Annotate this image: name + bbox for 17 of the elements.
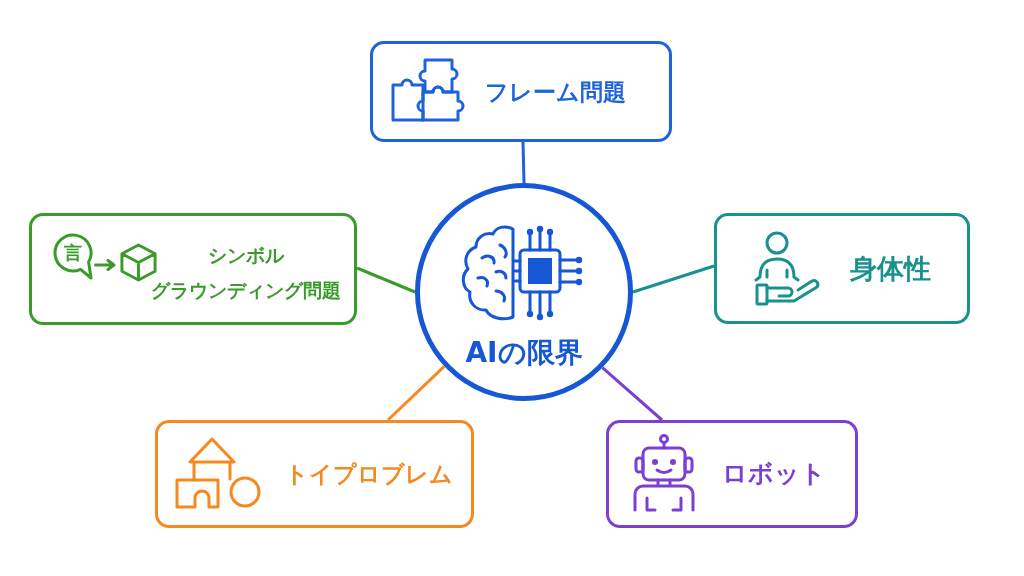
- topic-box: [714, 213, 970, 324]
- connector-line: [601, 366, 663, 422]
- connector-line: [521, 141, 526, 184]
- topic-box: [606, 420, 858, 528]
- topic-box: [155, 420, 474, 528]
- topic-label: ロボット: [722, 458, 826, 490]
- topic-label: フレーム問題: [485, 77, 626, 107]
- topic-box: [370, 41, 672, 142]
- bubble-character: 言: [64, 241, 82, 265]
- topic-label: トイプロブレム: [285, 460, 453, 489]
- connector-line: [632, 264, 715, 294]
- center-title: AIの限界: [465, 336, 583, 370]
- topic-label: 身体性: [850, 251, 931, 286]
- topic-label: シンボルグラウンディング問題: [151, 243, 341, 303]
- connector-line: [356, 266, 416, 294]
- topic-box: [29, 213, 357, 325]
- connector-line: [386, 365, 446, 422]
